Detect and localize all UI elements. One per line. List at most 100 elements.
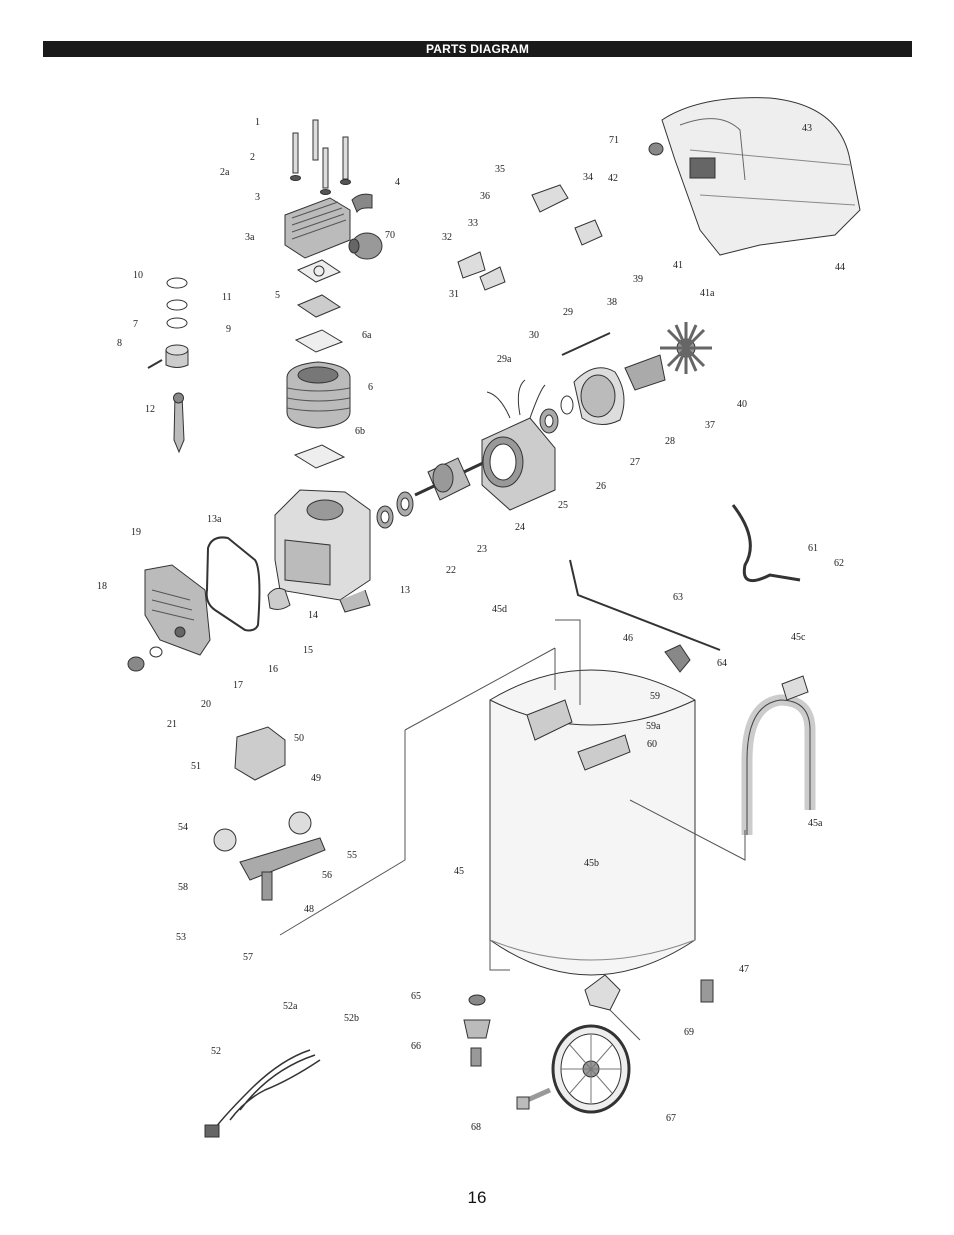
manifold bbox=[239, 837, 326, 901]
callout-label-p6b: 6b bbox=[355, 426, 365, 437]
callout-label-p6: 6 bbox=[368, 382, 373, 393]
callout-label-p70: 70 bbox=[385, 230, 395, 241]
bearing-23 bbox=[396, 491, 414, 517]
callout-label-p55: 55 bbox=[347, 850, 357, 861]
callout-label-p60: 60 bbox=[647, 739, 657, 750]
callout-label-p22: 22 bbox=[446, 565, 456, 576]
piston bbox=[147, 344, 189, 369]
piston-rings bbox=[166, 277, 188, 329]
discharge-tube bbox=[569, 559, 721, 651]
callout-label-p53: 53 bbox=[176, 932, 186, 943]
rubber-foot bbox=[463, 994, 491, 1067]
valve-plate bbox=[296, 294, 342, 318]
callout-label-p66: 66 bbox=[411, 1041, 421, 1052]
callout-label-p9: 9 bbox=[226, 324, 231, 335]
through-bolt bbox=[561, 332, 611, 356]
callout-label-p57: 57 bbox=[243, 952, 253, 963]
callout-label-p62: 62 bbox=[834, 558, 844, 569]
cylinder bbox=[286, 361, 351, 429]
callout-label-p10: 10 bbox=[133, 270, 143, 281]
callout-label-p38: 38 bbox=[607, 297, 617, 308]
callout-label-p46: 46 bbox=[623, 633, 633, 644]
wheel-bracket bbox=[584, 974, 621, 1011]
callout-label-p12: 12 bbox=[145, 404, 155, 415]
crankcase-cover bbox=[144, 564, 211, 656]
callout-label-p29a: 29a bbox=[497, 354, 512, 365]
callout-label-p59: 59 bbox=[650, 691, 660, 702]
callout-label-p45c: 45c bbox=[791, 632, 806, 643]
callout-label-p28: 28 bbox=[665, 436, 675, 447]
callout-label-p65: 65 bbox=[411, 991, 421, 1002]
callout-label-p71: 71 bbox=[609, 135, 619, 146]
callout-label-p11: 11 bbox=[222, 292, 232, 303]
callout-label-p31: 31 bbox=[449, 289, 459, 300]
callout-label-p6a: 6a bbox=[362, 330, 372, 341]
tank-handle bbox=[741, 694, 816, 835]
callout-label-p68: 68 bbox=[471, 1122, 481, 1133]
callout-label-p24: 24 bbox=[515, 522, 525, 533]
crankcase-cover-gasket bbox=[205, 536, 261, 632]
callout-label-p69: 69 bbox=[684, 1027, 694, 1038]
callout-label-p45d: 45d bbox=[492, 604, 507, 615]
callout-label-p29: 29 bbox=[563, 307, 573, 318]
callout-label-p23: 23 bbox=[477, 544, 487, 555]
callout-label-p30: 30 bbox=[529, 330, 539, 341]
callout-label-p59a: 59a bbox=[646, 721, 661, 732]
callout-label-p52a: 52a bbox=[283, 1001, 298, 1012]
callout-label-p3: 3 bbox=[255, 192, 260, 203]
callout-label-p36: 36 bbox=[480, 191, 490, 202]
flexible-hose bbox=[731, 504, 801, 583]
callout-label-p41: 41 bbox=[673, 260, 683, 271]
gauges bbox=[213, 811, 312, 852]
head-bolts-group bbox=[290, 119, 351, 195]
head-gasket bbox=[296, 259, 342, 283]
callout-label-p8: 8 bbox=[117, 338, 122, 349]
callout-label-p63: 63 bbox=[673, 592, 683, 603]
callout-label-p27: 27 bbox=[630, 457, 640, 468]
oil-plug bbox=[127, 646, 163, 672]
centrifugal-switch bbox=[624, 354, 666, 391]
callout-label-p67: 67 bbox=[666, 1113, 676, 1124]
motor-end-cover bbox=[573, 367, 625, 425]
callout-label-p42: 42 bbox=[608, 173, 618, 184]
callout-label-p17: 17 bbox=[233, 680, 243, 691]
wire-terminals bbox=[457, 251, 506, 291]
axle-bolt bbox=[516, 1087, 552, 1110]
cooling-fan bbox=[660, 322, 712, 374]
callout-label-p51: 51 bbox=[191, 761, 201, 772]
callout-label-p34: 34 bbox=[583, 172, 593, 183]
shroud-knob bbox=[648, 142, 664, 156]
callout-label-p1: 1 bbox=[255, 117, 260, 128]
callout-label-p13a: 13a bbox=[207, 514, 222, 525]
callout-label-p39: 39 bbox=[633, 274, 643, 285]
callout-label-p14: 14 bbox=[308, 610, 318, 621]
cylinder-gasket-6a bbox=[294, 329, 344, 353]
callout-label-p26: 26 bbox=[596, 481, 606, 492]
callout-label-p20: 20 bbox=[201, 699, 211, 710]
leader-lines bbox=[279, 619, 746, 1041]
section-header-bar: PARTS DIAGRAM bbox=[43, 41, 912, 57]
callout-label-p45b: 45b bbox=[584, 858, 599, 869]
callout-label-p21: 21 bbox=[167, 719, 177, 730]
callout-label-p16: 16 bbox=[268, 664, 278, 675]
pressure-switch bbox=[234, 726, 286, 781]
callout-label-p58: 58 bbox=[178, 882, 188, 893]
crankcase bbox=[274, 489, 371, 613]
callout-label-p19: 19 bbox=[131, 527, 141, 538]
shroud bbox=[661, 97, 861, 256]
callout-label-p37: 37 bbox=[705, 420, 715, 431]
callout-label-p44: 44 bbox=[835, 262, 845, 273]
cylinder-gasket-6b bbox=[293, 444, 346, 469]
callout-label-p15: 15 bbox=[303, 645, 313, 656]
stator bbox=[481, 379, 556, 511]
callout-label-p32: 32 bbox=[442, 232, 452, 243]
capacitor-boot bbox=[531, 184, 603, 246]
callout-label-p48: 48 bbox=[304, 904, 314, 915]
page-number: 16 bbox=[467, 1188, 487, 1207]
callout-label-p33: 33 bbox=[468, 218, 478, 229]
callout-label-p2a: 2a bbox=[220, 167, 230, 178]
callout-label-p3a: 3a bbox=[245, 232, 255, 243]
check-valve bbox=[664, 644, 691, 673]
callout-label-p43: 43 bbox=[802, 123, 812, 134]
